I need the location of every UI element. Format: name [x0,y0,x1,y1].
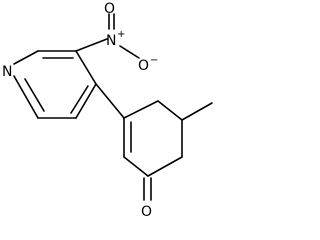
bond-pyridine-double-2 [70,85,89,114]
molecule-drawing: N N + O O − O [2,1,213,220]
bond-ring-c1-c2 [123,100,159,119]
nitro-nitrogen-label: N [106,33,116,49]
bond-c3-nitro-n [75,38,108,52]
bond-pyridine-to-cyclohexenone [95,83,125,119]
nitro-plus-charge: + [117,29,125,40]
nitro-oxygen-top-label: O [104,1,115,17]
bond-ring-c2-c3 [157,100,183,121]
bond-pyridine-c3-c4 [75,50,97,85]
ketone-oxygen-label: O [141,204,152,220]
bond-pyridine-double-3 [24,78,45,112]
bond-ring-c5-c6 [123,156,149,177]
bond-pyridine-n-c2 [13,50,39,65]
bond-nitro-n-o-right [119,45,140,59]
nitro-minus-charge: − [150,55,158,66]
bond-ring-c4-c5 [147,156,183,177]
chemical-structure-diagram: N N + O O − O [2,1,213,220]
pyridine-nitrogen-label: N [2,64,12,80]
bond-methyl [181,102,213,121]
bond-pyridine-c4-c5 [75,83,97,119]
bond-pyridine-c6-n [13,75,39,119]
nitro-oxygen-right-label: O [138,58,149,74]
